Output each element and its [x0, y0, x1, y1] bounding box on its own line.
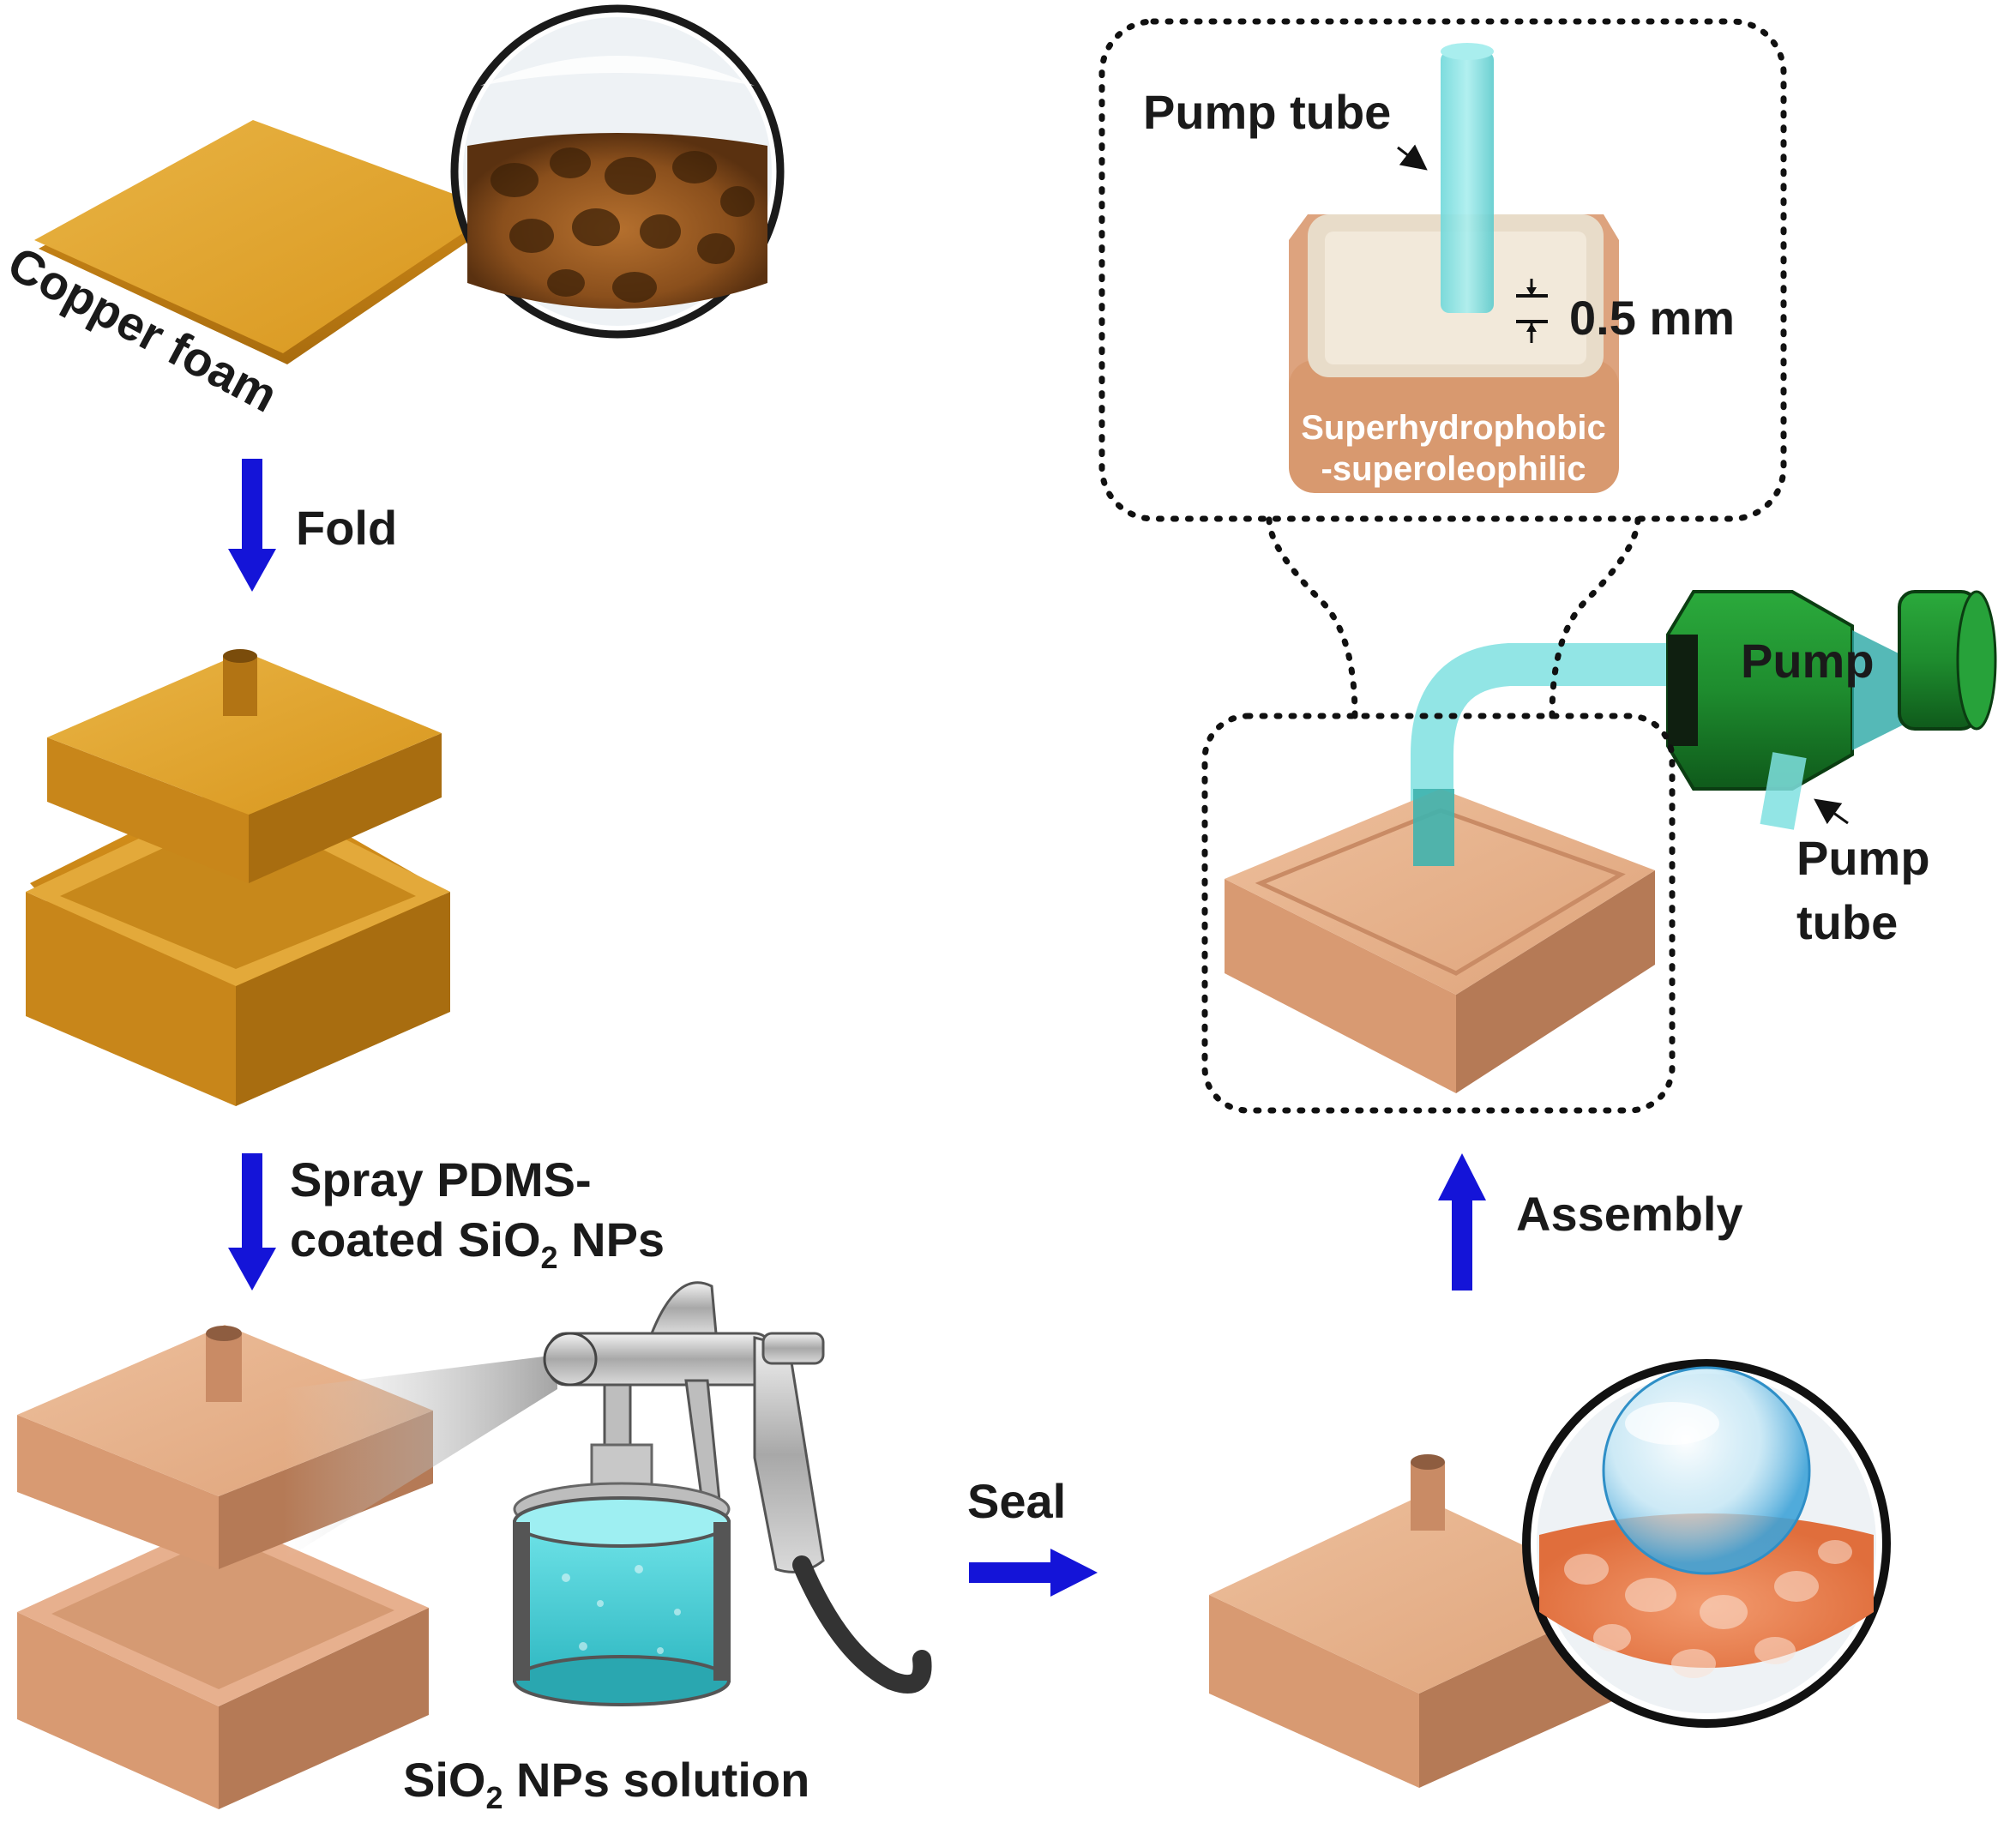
pump — [1666, 590, 1997, 830]
assembly-label: Assembly — [1516, 1187, 1743, 1241]
pump-tube-right-label-2: tube — [1796, 895, 1898, 949]
seal-label: Seal — [967, 1474, 1066, 1528]
zoom-connector-right — [1549, 515, 1641, 719]
zoom-dotted-frame — [1098, 18, 1787, 522]
pump-tube-top-label: Pump tube — [1143, 85, 1391, 139]
spray-arrow — [228, 1153, 276, 1291]
assembly-arrow — [1438, 1153, 1486, 1291]
pump-tube-right-pointer — [1814, 798, 1849, 825]
gap-indicator-icon — [1516, 279, 1548, 343]
coating-label-line1: Superhydrophobic — [1301, 409, 1606, 447]
coated-box-base — [17, 1518, 429, 1809]
spray-label-line2: coated SiO2 NPs — [290, 1212, 665, 1275]
copper-foam-magnifier — [450, 4, 785, 339]
pump-tube-top-pointer — [1397, 144, 1428, 171]
fold-label: Fold — [296, 501, 397, 555]
pump-tube-connector — [1411, 643, 1694, 827]
pump-tube-inlet — [1413, 789, 1454, 866]
coated-foam-magnifier — [1522, 1359, 1891, 1728]
pump-tube-right-label-1: Pump — [1796, 831, 1930, 885]
device-dotted-frame — [1201, 713, 1676, 1114]
zoom-connector-left — [1266, 515, 1358, 719]
coating-label-line2: -superoleophilic — [1321, 450, 1586, 488]
gap-label: 0.5 mm — [1569, 291, 1735, 345]
copper-box-base — [26, 776, 450, 1106]
solution-cup — [513, 1443, 731, 1706]
zoomed-box — [1289, 214, 1619, 493]
spray-label-line1: Spray PDMS- — [290, 1152, 592, 1206]
assembled-box — [1225, 789, 1655, 1093]
fold-arrow — [228, 459, 276, 592]
solution-label: SiO2 NPs solution — [403, 1753, 809, 1815]
copper-foam-sheet — [34, 120, 502, 364]
pump-label: Pump — [1741, 634, 1875, 688]
spray-mist — [283, 1355, 557, 1561]
seal-arrow — [969, 1549, 1098, 1597]
zoomed-pump-tube — [1441, 51, 1494, 313]
spray-gun — [543, 1281, 932, 1694]
zoomed-pump-tube-top — [1441, 43, 1494, 60]
copper-box-lid — [47, 649, 442, 883]
